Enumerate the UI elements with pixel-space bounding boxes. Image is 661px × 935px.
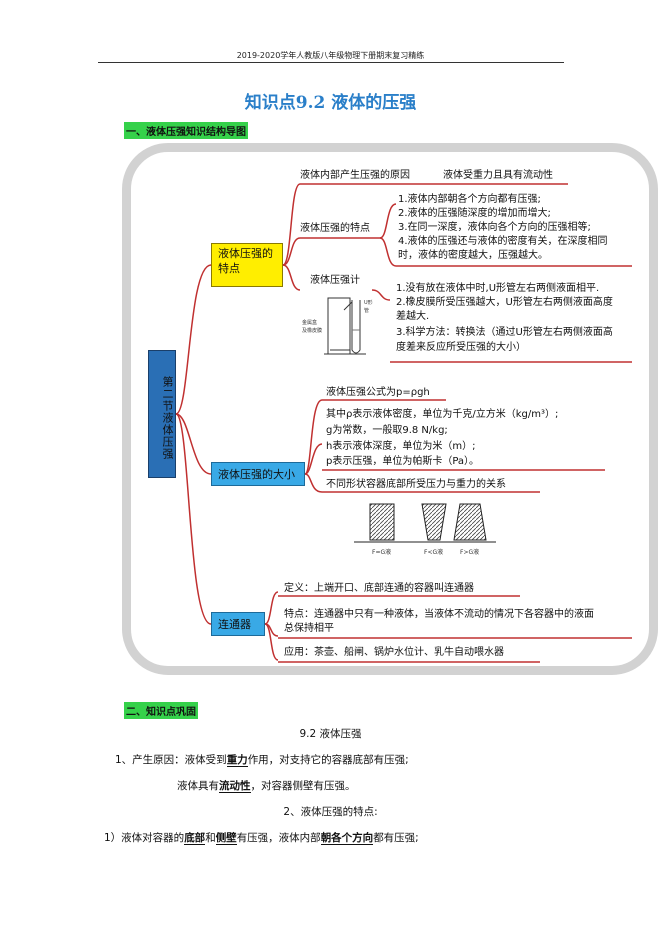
features-label: 液体压强的特点	[300, 223, 370, 234]
paragraph-features-heading: 2、液体压强的特点:	[283, 806, 378, 818]
gauge-line-1: 1.没有放在液体中时,U形管左右两侧液面相平.	[396, 283, 600, 294]
formula-var-1: 其中ρ表示液体密度，单位为千克/立方米（kg/m³）;	[326, 409, 559, 420]
connected-vessel-feature-2: 总保持相平	[284, 623, 334, 634]
branch-liquid-pressure-magnitude: 液体压强的大小	[211, 462, 305, 486]
gauge-fig-label-4: 管	[364, 307, 369, 314]
paragraph-cause: 1、产生原因：液体受到重力作用，对支持它的容器底部有压强;	[115, 754, 409, 767]
mindmap-root: 第二节液体压强	[148, 350, 176, 478]
container-shapes-figure: F=G液 F<G液 F>G液	[354, 503, 496, 556]
branch-connected-vessel: 连通器	[211, 612, 265, 636]
section-heading-2: 二、知识点巩固	[124, 702, 198, 719]
formula-var-2: g为常数，一般取9.8 N/kg;	[326, 425, 448, 436]
cause-label: 液体内部产生压强的原因	[300, 170, 410, 181]
branch-liquid-pressure-features: 液体压强的特点	[211, 243, 283, 287]
connected-vessel-feature-1: 特点：连通器中只有一种液体，当液体不流动的情况下各容器中的液面	[284, 609, 594, 620]
pressure-formula: 液体压强公式为p=ρgh	[326, 387, 430, 398]
paragraph-feature-1: 1）液体对容器的底部和侧壁有压强，液体内部朝各个方向都有压强;	[104, 832, 419, 845]
gauge-line-2: 2.橡皮膜所受压强越大，U形管左右两侧液面高度	[396, 297, 613, 308]
paragraph-flow: 液体具有流动性，对容器侧壁有压强。	[177, 780, 356, 793]
shape-label-3: F>G液	[460, 548, 479, 556]
header-rule	[98, 62, 564, 63]
gauge-line-4: 3.科学方法：转换法（通过U形管左右两侧液面高	[396, 327, 613, 338]
shape-label-2: F<G液	[424, 548, 443, 556]
gauge-fig-label-1: 金属盒	[302, 319, 317, 326]
page-title: 知识点9.2 液体的压强	[244, 93, 417, 113]
mindmap-frame	[122, 143, 658, 675]
gauge-line-5: 度差来反应所受压强的大小）	[396, 342, 526, 353]
shape-label-1: F=G液	[372, 548, 391, 556]
gauge-fig-label-2: 及橡皮膜	[302, 327, 322, 334]
formula-var-3: h表示液体深度，单位为米（m）;	[326, 441, 476, 452]
cause-value: 液体受重力且具有流动性	[443, 170, 553, 181]
feature-line-3: 3.在同一深度，液体向各个方向的压强相等;	[398, 222, 591, 233]
connected-vessel-definition: 定义：上端开口、底部连通的容器叫连通器	[284, 583, 474, 594]
container-shapes-label: 不同形状容器底部所受压力与重力的关系	[326, 479, 506, 490]
feature-line-4: 4.液体的压强还与液体的密度有关，在深度相同	[398, 236, 608, 247]
connected-vessel-applications: 应用：茶壶、船闸、锅炉水位计、乳牛自动喂水器	[284, 647, 504, 658]
gauge-line-3: 差越大.	[396, 311, 430, 322]
feature-line-1: 1.液体内部朝各个方向都有压强;	[398, 194, 541, 205]
section-heading-1: 一、液体压强知识结构导图	[124, 122, 248, 139]
feature-line-2: 2.液体的压强随深度的增加而增大;	[398, 208, 551, 219]
gauge-fig-label-3: U形	[364, 299, 373, 306]
gauge-label: 液体压强计	[310, 275, 360, 286]
pressure-gauge-figure: 金属盒 及橡皮膜 U形 管	[302, 297, 373, 355]
feature-line-5: 时，液体的密度越大，压强越大。	[398, 250, 548, 261]
formula-var-4: p表示压强，单位为帕斯卡（Pa）。	[326, 456, 480, 467]
page-header: 2019-2020学年人教版八年级物理下册期末复习精练	[236, 51, 425, 60]
subsection-title: 9.2 液体压强	[299, 728, 362, 740]
